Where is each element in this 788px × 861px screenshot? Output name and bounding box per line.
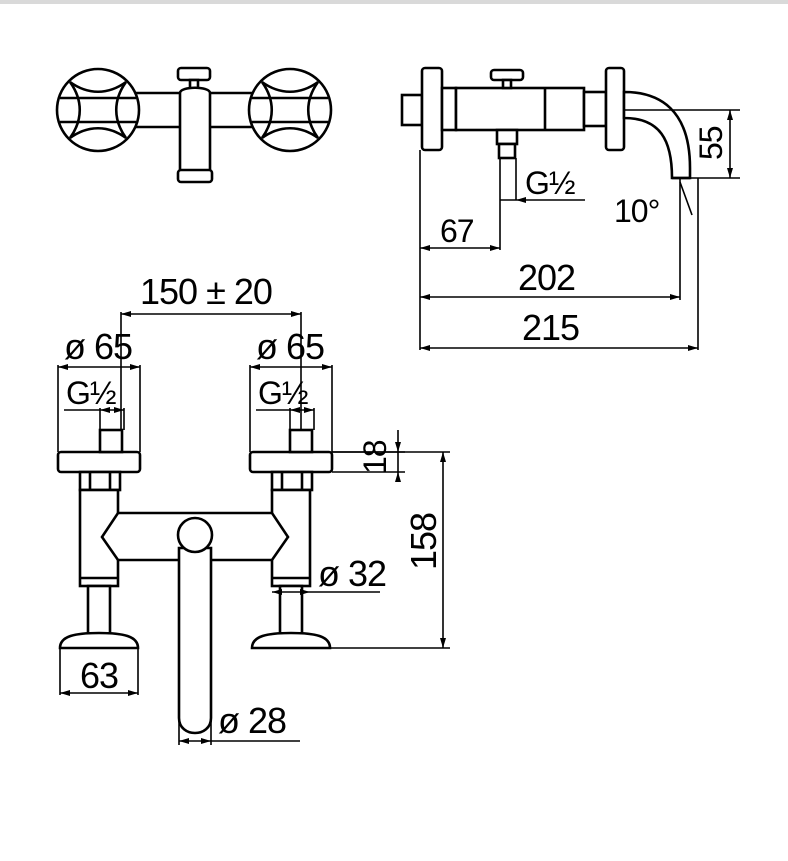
dim-rosette-thickness: 18 [357,440,393,474]
top-view-left-handle [55,67,141,153]
dim-rosette-left: ø 65 [64,326,132,367]
dim-spout-diameter: ø 28 [218,700,286,741]
top-view-right-handle [247,67,333,153]
dim-thread-left: G½ [66,375,116,411]
arrowheads [58,110,733,744]
dim-rosette-right: ø 65 [256,326,324,367]
dim-thread-right: G½ [258,375,308,411]
top-view-diverter [176,66,212,94]
top-border [0,0,788,4]
dim-center-distance: 150 ± 20 [140,271,272,312]
dim-spout-reach: 202 [518,257,575,298]
dim-total-height: 158 [403,513,444,570]
dim-inlet-thread-side: G½ [525,165,575,201]
side-view-dimensions [419,109,740,350]
dim-spout-height: 55 [693,126,729,160]
dim-total-depth: 215 [522,307,579,348]
dim-handle-width: 63 [80,655,118,696]
dim-body-diameter: ø 32 [318,553,386,594]
side-view [400,66,692,180]
front-view-dimensions [57,312,450,745]
dim-spout-angle: 10° [614,193,659,229]
top-view [55,66,333,184]
top-view-spout [176,86,214,184]
dim-outlet-distance: 67 [440,213,474,249]
front-view [56,428,334,735]
